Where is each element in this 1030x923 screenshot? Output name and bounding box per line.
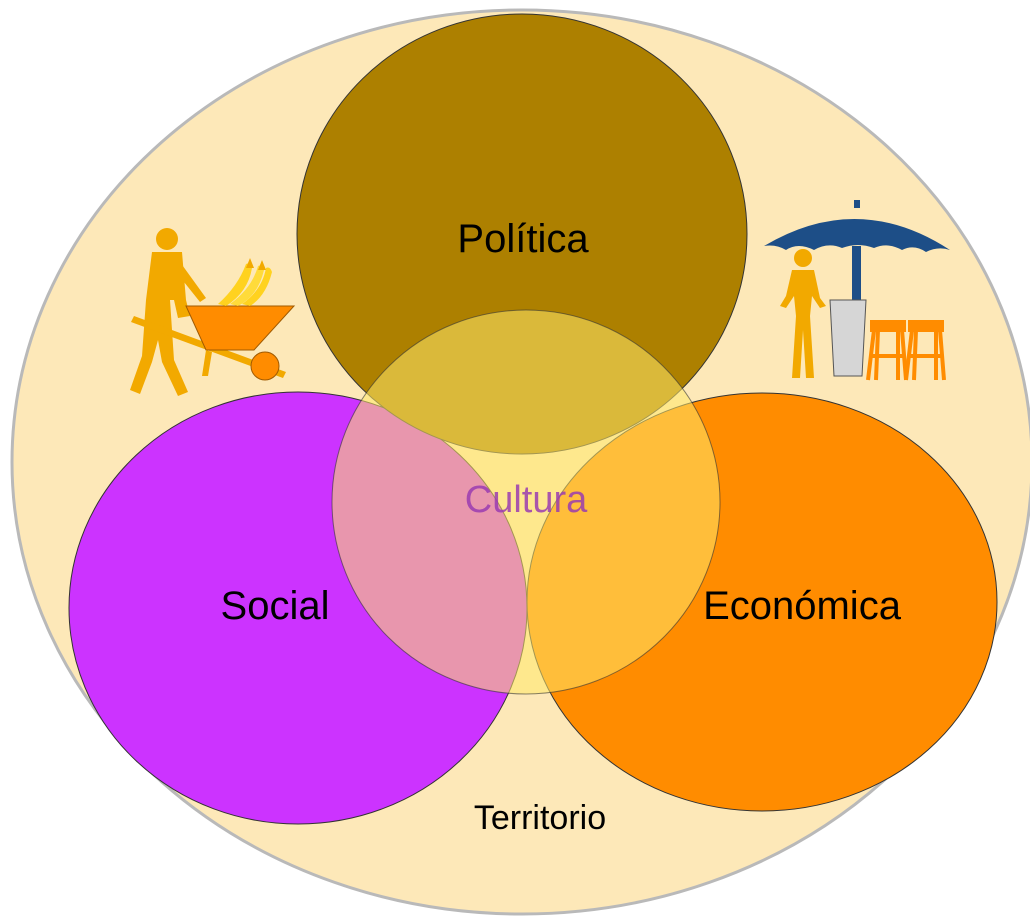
cultura-circle bbox=[331, 309, 721, 695]
label-social: Social bbox=[221, 584, 330, 628]
label-cultura: Cultura bbox=[465, 479, 588, 521]
label-territorio: Territorio bbox=[474, 799, 606, 837]
worker-with-wheelbarrow-icon bbox=[130, 228, 296, 396]
vendor-stall-with-umbrella-icon bbox=[764, 200, 950, 381]
label-economica: Económica bbox=[703, 584, 902, 628]
label-politica: Política bbox=[457, 217, 589, 261]
